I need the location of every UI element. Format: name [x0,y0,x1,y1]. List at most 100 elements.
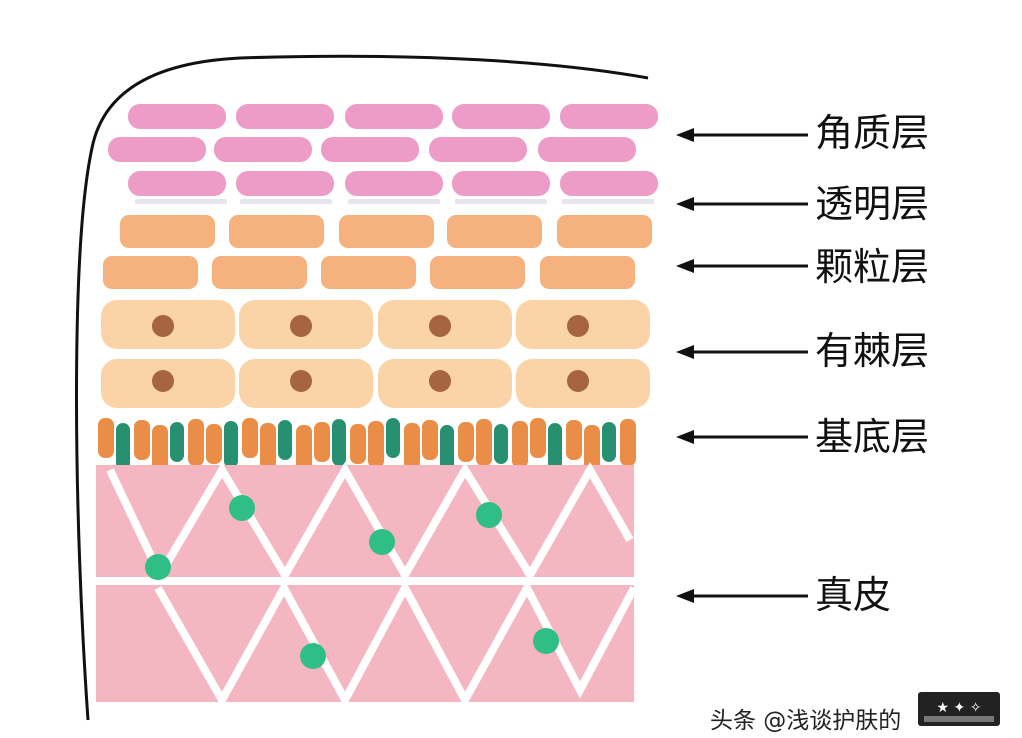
basale-cell-green [278,420,292,460]
dermis-dot [533,628,559,654]
spinosum-nucleus [567,370,589,392]
basale-cell-orange [296,425,312,472]
label-stratum-corneum: 角质层 [815,111,930,155]
dermis-dot [300,643,326,669]
granulosum-cell [339,215,434,248]
spinosum-nucleus [429,370,451,392]
lucidum-line [348,199,440,204]
basale-cell-orange [404,423,420,470]
corneum-cell [128,171,226,196]
granulosum-cell [447,215,542,248]
arrows [676,128,808,603]
lucidum-line [455,199,547,204]
spinosum-nucleus [567,315,589,337]
label-dermis: 真皮 [815,573,892,617]
corneum-cell [236,171,334,196]
corneum-cell [128,104,226,129]
basale-cell-orange [512,421,528,468]
lucidum-line [562,199,654,204]
basale-cell-orange [242,418,258,458]
corneum-cell [345,104,443,129]
basale-cell-green [224,421,238,468]
basale-cell-green [386,418,400,458]
granulosum-cell [229,215,324,248]
granulosum-cell [540,256,635,289]
granulosum-cell [321,256,416,289]
left-arrow-icon [676,345,694,359]
basale-cell-green [116,423,130,470]
granulosum-cell [430,256,525,289]
granulosum-cell [103,256,198,289]
corneum-cell [452,171,550,196]
granulosum-cell [120,215,215,248]
stratum-corneum-cells [108,104,658,196]
basale-cell-orange [476,419,492,466]
corneum-cell [538,137,636,162]
basale-cell-orange [620,419,636,466]
corneum-cell [345,171,443,196]
spinosum-nucleus [152,370,174,392]
basale-cell-orange [206,424,222,464]
dermis-dot [229,495,255,521]
basale-cell-orange [458,422,474,462]
lucidum-line [240,199,332,204]
stratum-basale-cells [98,418,636,472]
left-arrow-icon [676,197,694,211]
basale-cell-orange [134,420,150,460]
dermis-tissue [96,461,638,709]
corneum-cell [321,137,419,162]
left-arrow-icon [676,259,694,273]
basale-cell-orange [152,425,168,472]
basale-cell-orange [98,418,114,458]
dermis-zigzag-lower [154,579,638,709]
watermark-logo: ★ ✦ ✧ [918,692,1000,726]
basale-cell-green [602,422,616,462]
dermis-dot [145,554,171,580]
spinosum-nucleus [152,315,174,337]
label-stratum-spinosum: 有棘层 [815,329,930,373]
corneum-cell [214,137,312,162]
stratum-lucidum-lines [135,199,654,204]
basale-cell-orange [584,425,600,472]
basale-cell-green [332,419,346,466]
label-stratum-lucidum: 透明层 [815,182,930,226]
corneum-cell [560,171,658,196]
corneum-cell [429,137,527,162]
basale-cell-orange [422,420,438,460]
basale-cell-green [548,423,562,470]
stratum-spinosum-cells [101,300,650,408]
dermis-dot [369,529,395,555]
basale-cell-green [440,425,454,472]
basale-cell-orange [368,421,384,468]
corneum-cell [560,104,658,129]
basale-cell-orange [566,420,582,460]
spinosum-nucleus [290,370,312,392]
spinosum-nucleus [429,315,451,337]
svg-text:★ ✦ ✧: ★ ✦ ✧ [937,700,982,716]
basale-cell-orange [188,419,204,466]
spinosum-nucleus [290,315,312,337]
left-arrow-icon [676,589,694,603]
dermis-dot [476,502,502,528]
lucidum-line [135,199,227,204]
stratum-granulosum-cells [103,215,652,289]
granulosum-cell [212,256,307,289]
corneum-cell [236,104,334,129]
basale-cell-orange [314,422,330,462]
corneum-cell [108,137,206,162]
basale-cell-green [170,422,184,462]
basale-cell-orange [530,418,546,458]
label-stratum-basale: 基底层 [815,415,930,459]
corneum-cell [452,104,550,129]
left-arrow-icon [676,430,694,444]
granulosum-cell [557,215,652,248]
basale-cell-orange [260,423,276,470]
dermis-zigzag-upper [106,461,634,584]
skin-outline [75,54,649,721]
watermark-text: 头条 @浅谈护肤的 [710,708,902,734]
basale-cell-orange [350,424,366,464]
left-arrow-icon [676,128,694,142]
basale-cell-green [494,424,508,464]
label-stratum-granulosum: 颗粒层 [815,245,930,289]
